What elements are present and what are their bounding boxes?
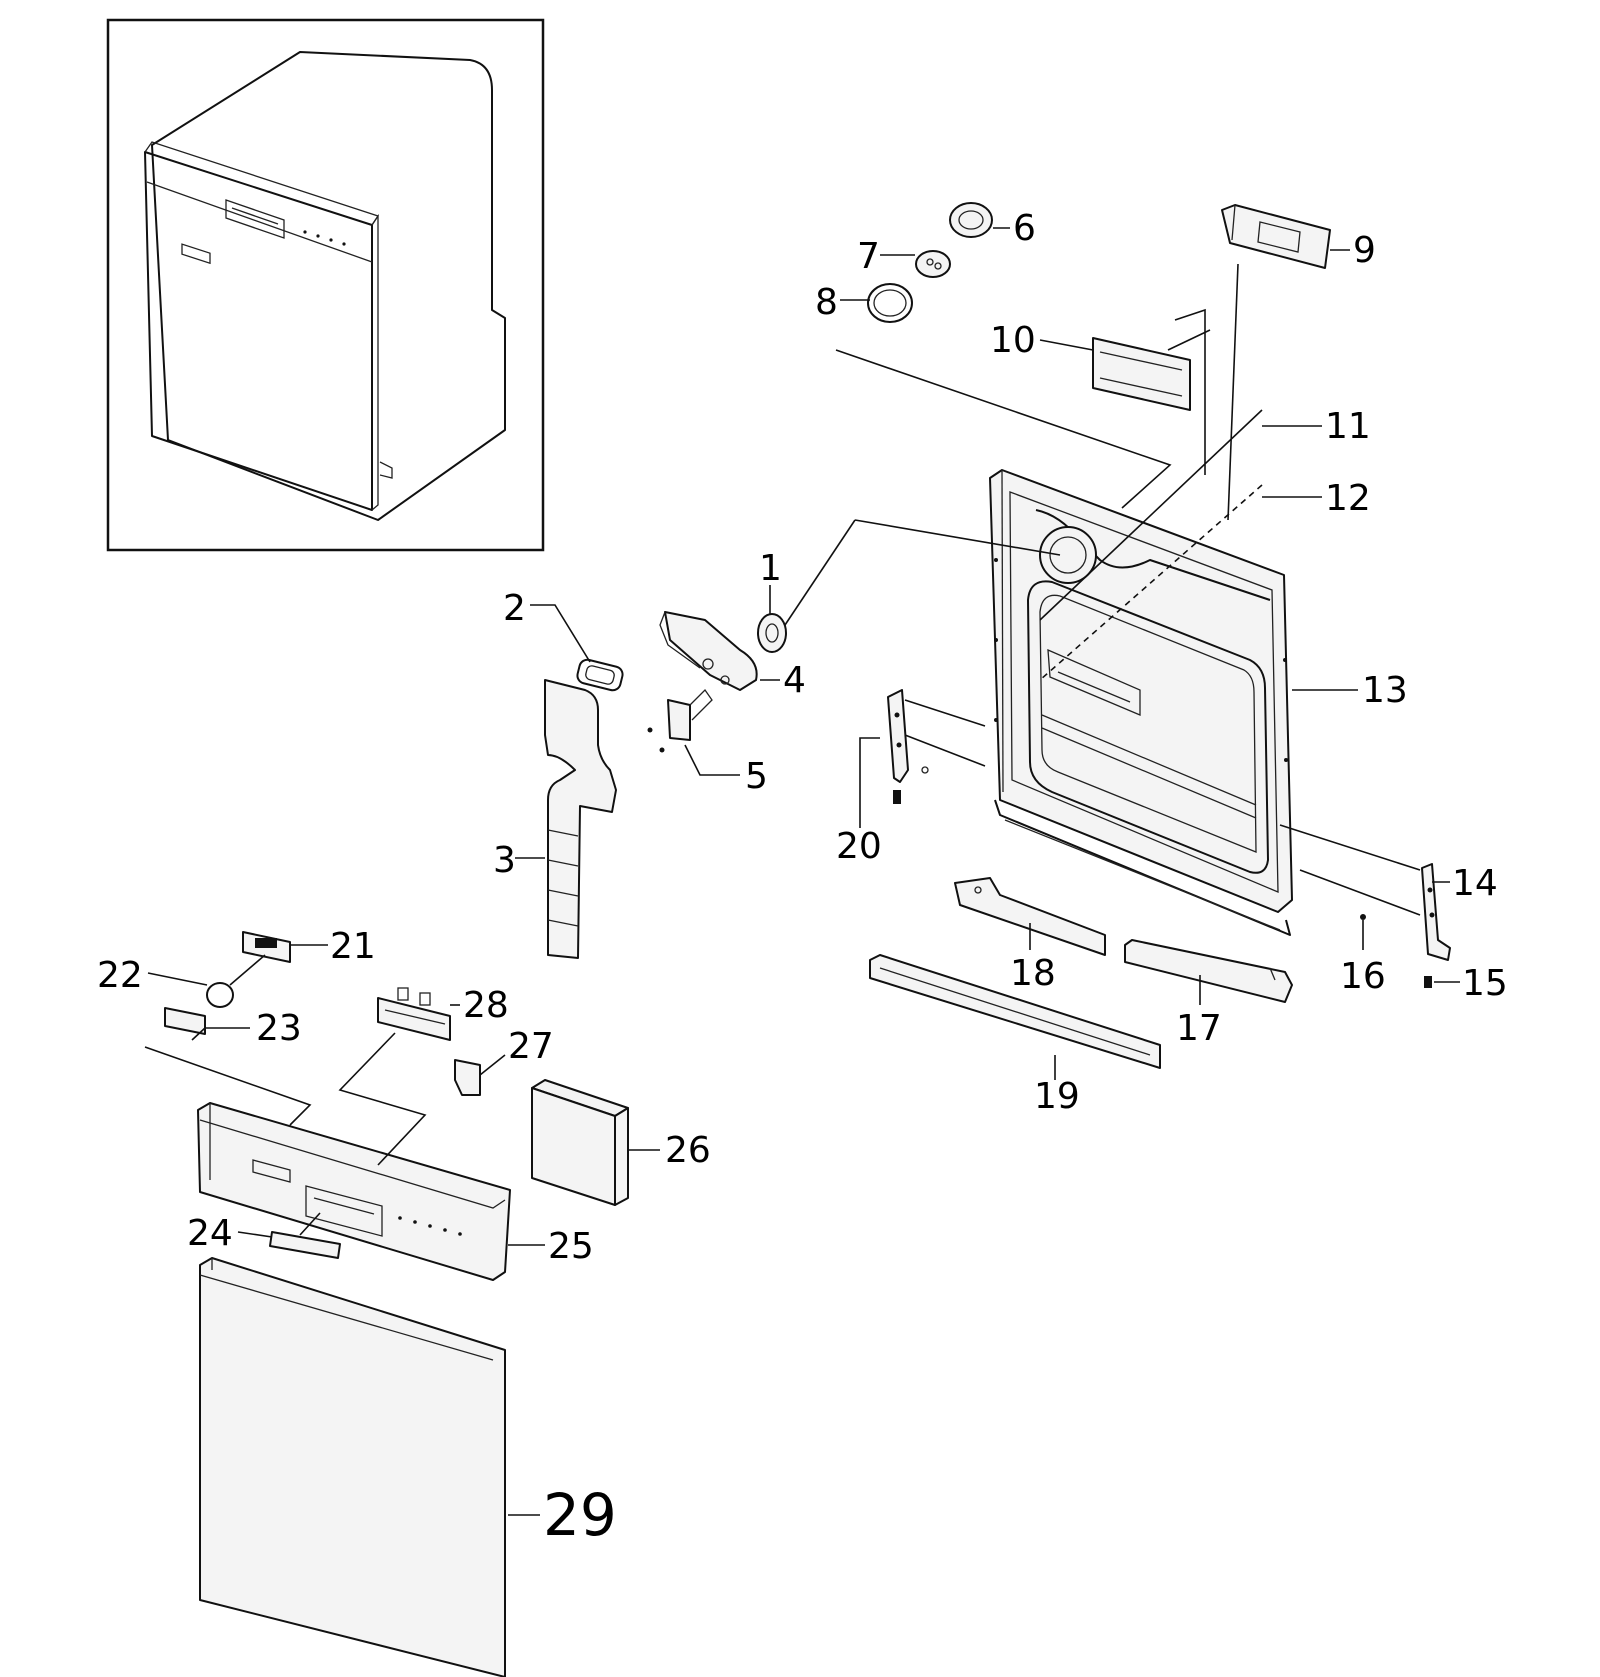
part-handle-insert (269, 1231, 341, 1259)
callout-9: 9 (1353, 230, 1376, 271)
part-dispenser-mechanism (659, 611, 758, 691)
callout-22: 22 (97, 955, 143, 996)
part-pin-16 (1360, 914, 1366, 920)
callout-21: 21 (330, 926, 376, 967)
callout-13: 13 (1362, 670, 1408, 711)
part-control-board (531, 1079, 629, 1206)
callout-17: 17 (1176, 1008, 1222, 1049)
callout-23: 23 (256, 1008, 302, 1049)
part-cap (949, 202, 993, 238)
callout-14: 14 (1452, 863, 1498, 904)
callout-8: 8 (815, 282, 838, 323)
part-screw-15 (1424, 976, 1432, 988)
part-hinge-right (1421, 863, 1451, 961)
callout-16: 16 (1340, 956, 1386, 997)
part-outer-door-panel (199, 1257, 506, 1677)
part-bottom-strip (869, 954, 1161, 1069)
callout-20: 20 (836, 826, 882, 867)
leader-lines (144, 227, 1460, 1516)
part-control-box (1221, 204, 1331, 269)
part-o-ring (867, 283, 913, 323)
callout-11: 11 (1325, 406, 1371, 447)
part-lens (206, 982, 234, 1008)
part-rail-right (1124, 939, 1293, 1003)
callout-27: 27 (508, 1026, 554, 1067)
part-clip (454, 1059, 481, 1096)
callout-1: 1 (759, 548, 782, 589)
callout-18: 18 (1010, 953, 1056, 994)
part-actuator (647, 688, 713, 753)
callout-3: 3 (493, 840, 516, 881)
part-cap-insert (915, 250, 951, 278)
part-gasket (576, 658, 624, 692)
callout-2: 2 (503, 588, 526, 629)
part-hinge-left (887, 689, 929, 804)
callout-26: 26 (665, 1130, 711, 1171)
callout-29: 29 (543, 1481, 617, 1549)
callout-4: 4 (783, 660, 806, 701)
part-connector-block (377, 987, 451, 1041)
part-duct (544, 679, 617, 959)
callout-6: 6 (1013, 208, 1036, 249)
callout-7: 7 (857, 236, 880, 277)
part-bracket-plate (1092, 337, 1191, 411)
callout-5: 5 (745, 756, 768, 797)
inset-assembled-dishwasher (106, 18, 545, 552)
callout-28: 28 (463, 985, 509, 1026)
part-switch (242, 931, 291, 963)
inner-door-panel (989, 469, 1293, 936)
callout-25: 25 (548, 1226, 594, 1267)
part-control-fascia (197, 1102, 511, 1281)
part-rail-left (954, 877, 1106, 956)
callout-labels: 1 2 3 4 5 6 7 8 9 10 11 12 13 14 15 16 1… (97, 208, 1508, 1549)
callout-12: 12 (1325, 478, 1371, 519)
part-button (164, 1007, 206, 1035)
callout-19: 19 (1034, 1076, 1080, 1117)
callout-24: 24 (187, 1213, 233, 1254)
callout-15: 15 (1462, 963, 1508, 1004)
callout-10: 10 (990, 320, 1036, 361)
part-seal-ring (757, 613, 787, 653)
